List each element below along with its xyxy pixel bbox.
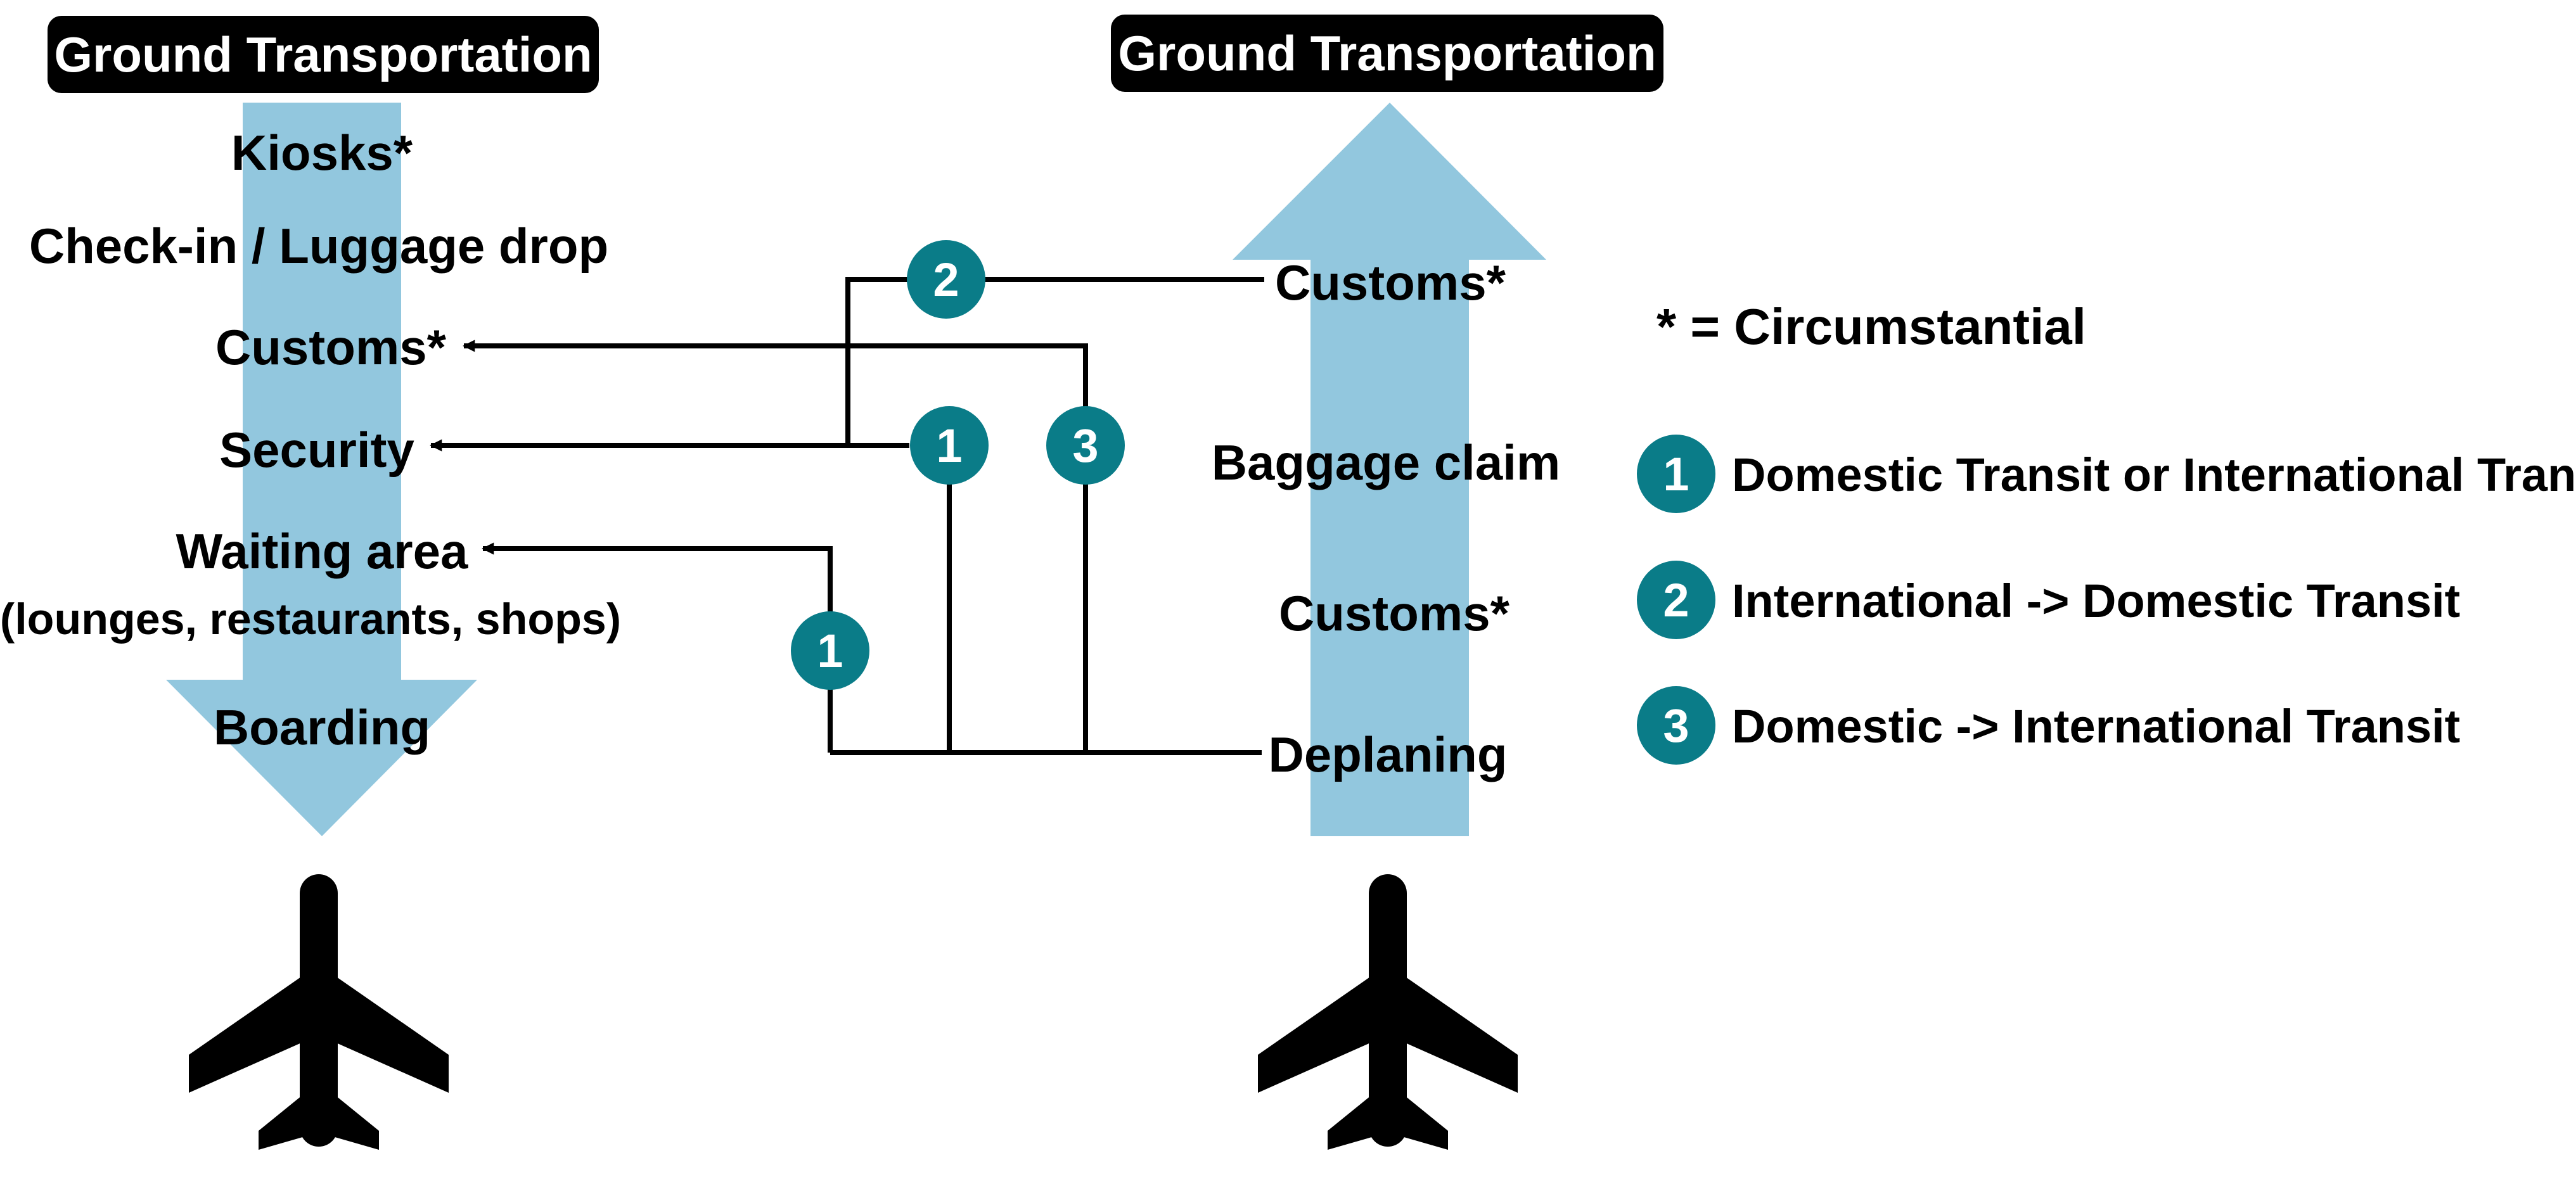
departures-header: Ground Transportation	[54, 27, 592, 82]
departures-flow-arrow	[166, 103, 477, 836]
legend-item-2: 2 International -> Domestic Transit	[1637, 561, 2460, 639]
arrivals-header: Ground Transportation	[1118, 25, 1656, 81]
legend-badge-1	[1637, 435, 1715, 513]
badge-route-3-number: 3	[1072, 419, 1098, 472]
legend-badge-3	[1637, 686, 1715, 765]
airplane-icon	[1258, 874, 1518, 1150]
legend-badge-3-number: 3	[1663, 699, 1689, 752]
badge-route-1-bottom-number: 1	[817, 625, 843, 677]
legend-badge-2	[1637, 561, 1715, 639]
step-customs-arrival-top: Customs*	[1275, 255, 1506, 310]
step-customs-arrival-bottom: Customs*	[1279, 585, 1510, 641]
legend-note: * = Circumstantial	[1656, 298, 2086, 355]
step-kiosks: Kiosks*	[231, 125, 413, 181]
step-waiting-area: Waiting area	[176, 523, 468, 579]
legend-item-3: 3 Domestic -> International Transit	[1637, 686, 2460, 765]
legend-label-2: International -> Domestic Transit	[1732, 575, 2460, 627]
badge-route-2: 2	[907, 240, 985, 319]
airplane-icon	[189, 874, 449, 1150]
route-badges: 2 1 3 1	[791, 240, 1125, 690]
badge-route-1-bottom: 1	[791, 611, 869, 690]
badge-route-1-top: 1	[910, 406, 989, 485]
step-security: Security	[219, 422, 414, 478]
legend-label-3: Domestic -> International Transit	[1732, 700, 2460, 753]
step-checkin-luggage-drop: Check-in / Luggage drop	[29, 218, 608, 274]
legend-badge-1-number: 1	[1663, 448, 1689, 500]
step-boarding: Boarding	[214, 699, 430, 755]
route-3-line	[463, 340, 1088, 753]
step-baggage-claim: Baggage claim	[1212, 435, 1561, 490]
step-customs-departure: Customs*	[215, 319, 447, 375]
badge-route-1-top-number: 1	[936, 419, 962, 472]
legend: * = Circumstantial 1 Domestic Transit or…	[1637, 298, 2576, 765]
arrivals-flow-arrow	[1233, 103, 1546, 836]
legend-badge-2-number: 2	[1663, 574, 1689, 627]
arrivals-flow: Ground Transportation Customs* Baggage c…	[1111, 15, 1663, 1150]
departures-flow: Ground Transportation Kiosks* Check-in /…	[0, 16, 621, 1150]
departures-header-box	[48, 16, 599, 93]
badge-route-2-number: 2	[933, 253, 959, 306]
arrivals-header-box	[1111, 15, 1663, 92]
legend-item-1: 1 Domestic Transit or International Tran…	[1637, 435, 2576, 513]
route-2-line	[845, 277, 1264, 445]
legend-label-1: Domestic Transit or International Transi…	[1732, 449, 2576, 501]
route-1-bottom-line	[482, 542, 833, 753]
step-deplaning: Deplaning	[1268, 727, 1507, 782]
step-waiting-area-detail: (lounges, restaurants, shops)	[0, 594, 621, 644]
badge-route-3: 3	[1046, 406, 1125, 485]
